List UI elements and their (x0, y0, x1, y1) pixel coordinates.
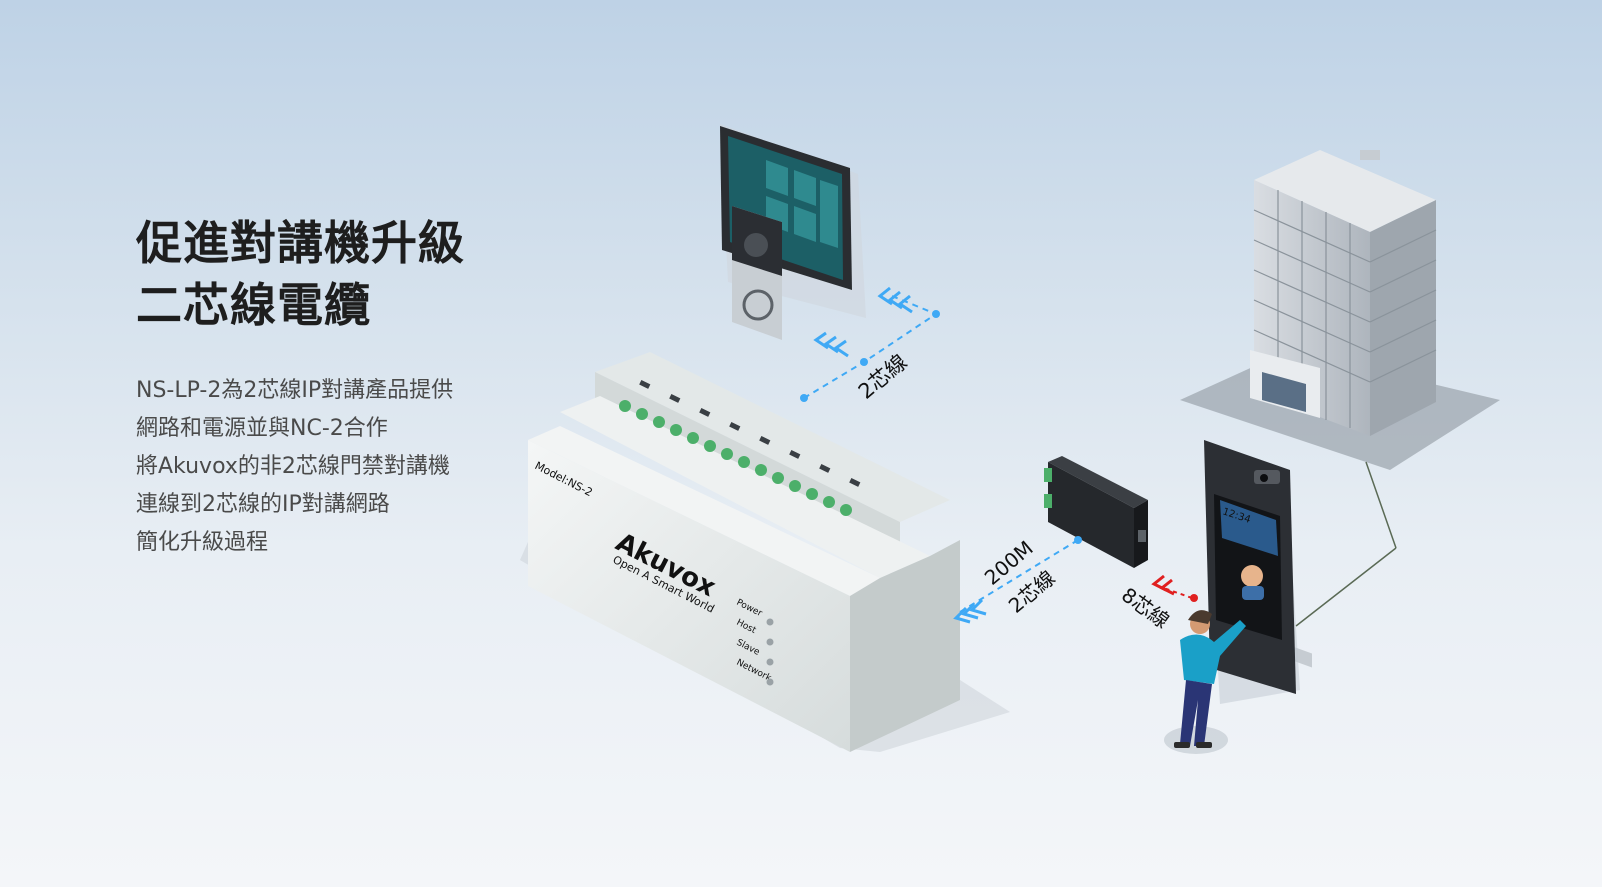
link-eight-wire: 8芯線 (1117, 574, 1198, 633)
label-two-wire-top: 2芯線 (854, 350, 912, 404)
indoor-monitor-device (720, 124, 866, 318)
building-window-grid (1253, 190, 1437, 428)
office-building (1180, 150, 1500, 668)
arrow-chevrons-top (813, 286, 913, 358)
description-line-4: 連線到2芯線的IP對講網路 (136, 492, 390, 517)
adapter-green-connector (1044, 468, 1052, 482)
nc2-adapter-device (1044, 456, 1148, 568)
description-line-2: 網路和電源並與NC-2合作 (136, 416, 388, 441)
panel-caller-avatar (1241, 565, 1263, 587)
headline-line-2: 二芯線電纜 (136, 278, 371, 332)
adapter-ethernet-port (1138, 530, 1146, 542)
panel-camera-icon (1260, 474, 1268, 482)
description-line-5: 簡化升級過程 (136, 530, 269, 555)
headline-line-1: 促進對講機升級 (136, 216, 465, 270)
description-line-3: 將Akuvox的非2芯線門禁對講機 (136, 454, 450, 479)
led-power (766, 618, 774, 626)
led-host (766, 638, 774, 646)
link-bottom-two-wire: 200M 2芯線 (953, 536, 1082, 624)
ns2-switch-device: Model:NS-2 Akuvox Open A Smart World Pow… (520, 352, 1010, 752)
person-figure (1164, 610, 1246, 754)
product-description: NS-LP-2為2芯線IP對講產品提供 網路和電源並與NC-2合作 將Akuvo… (136, 372, 516, 562)
led-network (766, 678, 774, 686)
door-intercom-panel: 12:34 (1204, 440, 1300, 704)
page-headline: 促進對講機升級 二芯線電纜 (136, 212, 465, 336)
door-phone-device (732, 206, 782, 340)
description-line-1: NS-LP-2為2芯線IP對講產品提供 (136, 378, 454, 403)
terminal-block-row (619, 400, 852, 516)
led-slave (766, 658, 774, 666)
arrow-chevrons-bottom (953, 598, 987, 624)
adapter-green-connector (1044, 494, 1052, 508)
arrow-chevrons-red (1151, 574, 1175, 596)
terminal-screw-row (639, 380, 861, 487)
